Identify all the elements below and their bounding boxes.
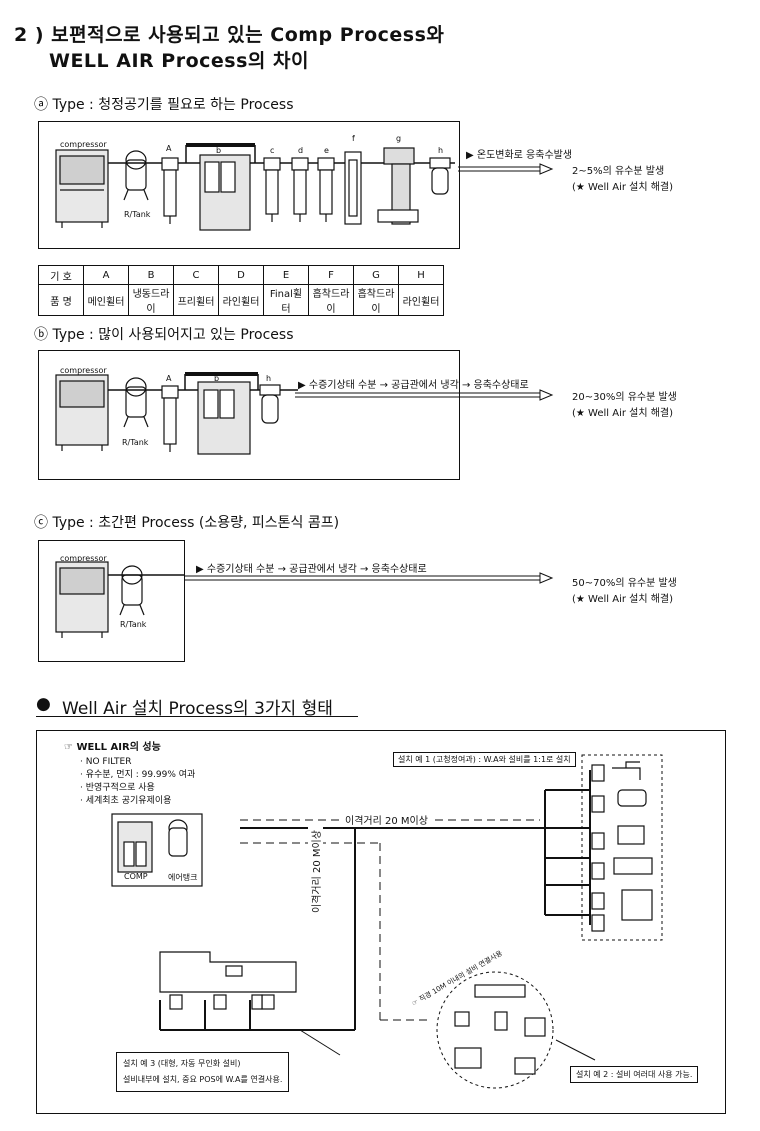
legend-code: F <box>308 265 354 285</box>
section2-frame <box>36 730 726 1114</box>
legend-name: 냉동드라이 <box>128 284 174 316</box>
type-b-letter-a: A <box>166 374 172 383</box>
type-b-tank-icon <box>123 377 149 428</box>
type-a-letter-a: A <box>166 144 172 153</box>
perf-list: · NO FILTER · 유수분, 먼지 : 99.99% 여과 · 반영구적… <box>80 756 195 808</box>
type-b-heading: ⓑ Type : 많이 사용되어지고 있는 Process <box>34 327 294 343</box>
legend-name: 라인휠터 <box>218 284 264 316</box>
type-b-annotation: ▶ 수증기상태 수분 → 공급관에서 냉각 → 응축수상태로 <box>298 380 529 391</box>
type-b-compressor-icon <box>55 374 109 451</box>
type-a-filters-cde-icon <box>263 157 335 222</box>
type-b-compressor-label: compressor <box>60 366 107 375</box>
comp-label: COMP <box>124 872 148 881</box>
legend-code: D <box>218 265 264 285</box>
perf-title: ☞ WELL AIR의 성능 <box>64 742 161 753</box>
type-c-result-line1: 50~70%의 유수분 발생 <box>572 578 677 589</box>
type-a-letter-c: c <box>270 146 275 155</box>
legend-name: 프리휠터 <box>173 284 219 316</box>
example2-label: 설치 예 2 : 설비 여러대 사용 가능. <box>570 1066 699 1083</box>
legend-table: 기 호 A B C D E F G H 품 명 메인휠터 냉동드라이 프리휠터 … <box>38 265 444 316</box>
example3-box: 설치 예 3 (대형, 자동 무인화 설비) 설비내부에 설치, 중요 POS에… <box>116 1052 290 1092</box>
legend-code-row: 기 호 A B C D E F G H <box>38 265 444 285</box>
type-c-diagram-box <box>38 540 185 662</box>
type-a-dryer-g-icon <box>377 147 419 225</box>
type-c-heading: ⓒ Type : 초간편 Process (소용량, 피스톤식 콤프) <box>34 515 340 531</box>
example3-machine-icon <box>159 951 297 1010</box>
type-b-result-line1: 20~30%의 유수분 발생 <box>572 392 677 403</box>
perf-item: · 세계최초 공기유제이용 <box>80 796 172 806</box>
type-b-letter-h: h <box>266 374 272 383</box>
legend-name: Final휠터 <box>263 284 309 316</box>
type-b-filter-a-icon <box>161 385 179 452</box>
type-a-letter-g: g <box>396 134 402 143</box>
type-a-compressor-icon <box>55 149 109 228</box>
type-b-letter-b: b <box>214 374 220 383</box>
distance-vertical-label: 이격거리 20 M이상 <box>308 827 323 916</box>
section2-heading: Well Air 설치 Process의 3가지 형태 <box>62 699 333 719</box>
type-a-tank-icon <box>123 150 149 201</box>
example1-label: 설치 예 1 (고청정여과) : W.A와 설비를 1:1로 설치 <box>393 752 576 767</box>
type-a-annotation: ▶ 온도변화로 응축수발생 <box>466 150 573 161</box>
type-c-compressor-label: compressor <box>60 554 107 563</box>
type-a-result-line2: (★ Well Air 설치 해결) <box>572 182 674 193</box>
legend-name: 흡착드라이 <box>353 284 399 316</box>
type-a-letter-h: h <box>438 146 444 155</box>
type-a-dryer-b-icon <box>199 154 251 231</box>
perf-item: · NO FILTER <box>80 757 132 767</box>
section2-comp-icon <box>111 813 203 887</box>
legend-code: E <box>263 265 309 285</box>
legend-name: 흡착드라이 <box>308 284 354 316</box>
perf-item: · 반영구적으로 사용 <box>80 783 155 793</box>
legend-code: A <box>83 265 129 285</box>
legend-name: 라인휠터 <box>398 284 444 316</box>
legend-code: G <box>353 265 399 285</box>
air-tank-label: 에어탱크 <box>168 873 198 882</box>
section2-bullet-icon: ● <box>36 694 51 714</box>
type-b-diagram-box <box>38 350 460 480</box>
type-a-letter-e: e <box>324 146 329 155</box>
type-b-result-line2: (★ Well Air 설치 해결) <box>572 408 674 419</box>
legend-code: C <box>173 265 219 285</box>
section2-heading-underline <box>36 716 358 717</box>
example3-line2: 설비내부에 설치, 중요 POS에 W.A를 연결사용. <box>123 1075 283 1084</box>
title-line2: WELL AIR Process의 차이 <box>49 50 309 72</box>
type-b-tank-label: R/Tank <box>122 438 149 447</box>
example3-line1: 설치 예 3 (대형, 자동 무인화 설비) <box>123 1059 241 1068</box>
type-a-filter-a-icon <box>161 157 179 224</box>
type-a-line-filter-h-icon <box>429 157 451 195</box>
type-c-compressor-icon <box>55 561 109 638</box>
distance-horizontal-label: 이격거리 20 M이상 <box>342 812 431 827</box>
example2-equipment-icons <box>454 984 546 1075</box>
legend-name: 메인휠터 <box>83 284 129 316</box>
perf-item: · 유수분, 먼지 : 99.99% 여과 <box>80 770 196 780</box>
type-b-line-filter-h-icon <box>259 384 281 424</box>
title-line1: 2 ) 보편적으로 사용되고 있는 Comp Process와 <box>14 24 445 46</box>
type-a-adsorber-f-icon <box>344 151 362 225</box>
type-a-letter-f: f <box>352 134 355 143</box>
legend-name-label: 품 명 <box>38 284 84 316</box>
type-a-letter-d: d <box>298 146 304 155</box>
type-a-result-line1: 2~5%의 유수분 발생 <box>572 166 665 177</box>
type-c-tank-label: R/Tank <box>120 620 147 629</box>
type-a-letter-b: b <box>216 146 222 155</box>
legend-code: H <box>398 265 444 285</box>
example1-equipment-icons <box>591 761 653 932</box>
type-b-dryer-b-icon <box>197 381 251 455</box>
legend-name-row: 품 명 메인휠터 냉동드라이 프리휠터 라인휠터 Final휠터 흡착드라이 흡… <box>38 284 444 316</box>
type-c-annotation: ▶ 수증기상태 수분 → 공급관에서 냉각 → 응축수상태로 <box>196 564 427 575</box>
type-c-result-line2: (★ Well Air 설치 해결) <box>572 594 674 605</box>
legend-code: B <box>128 265 174 285</box>
type-a-tank-label: R/Tank <box>124 210 151 219</box>
type-a-compressor-label: compressor <box>60 140 107 149</box>
legend-header-label: 기 호 <box>38 265 84 285</box>
type-a-heading: ⓐ Type : 청정공기를 필요로 하는 Process <box>34 97 294 113</box>
